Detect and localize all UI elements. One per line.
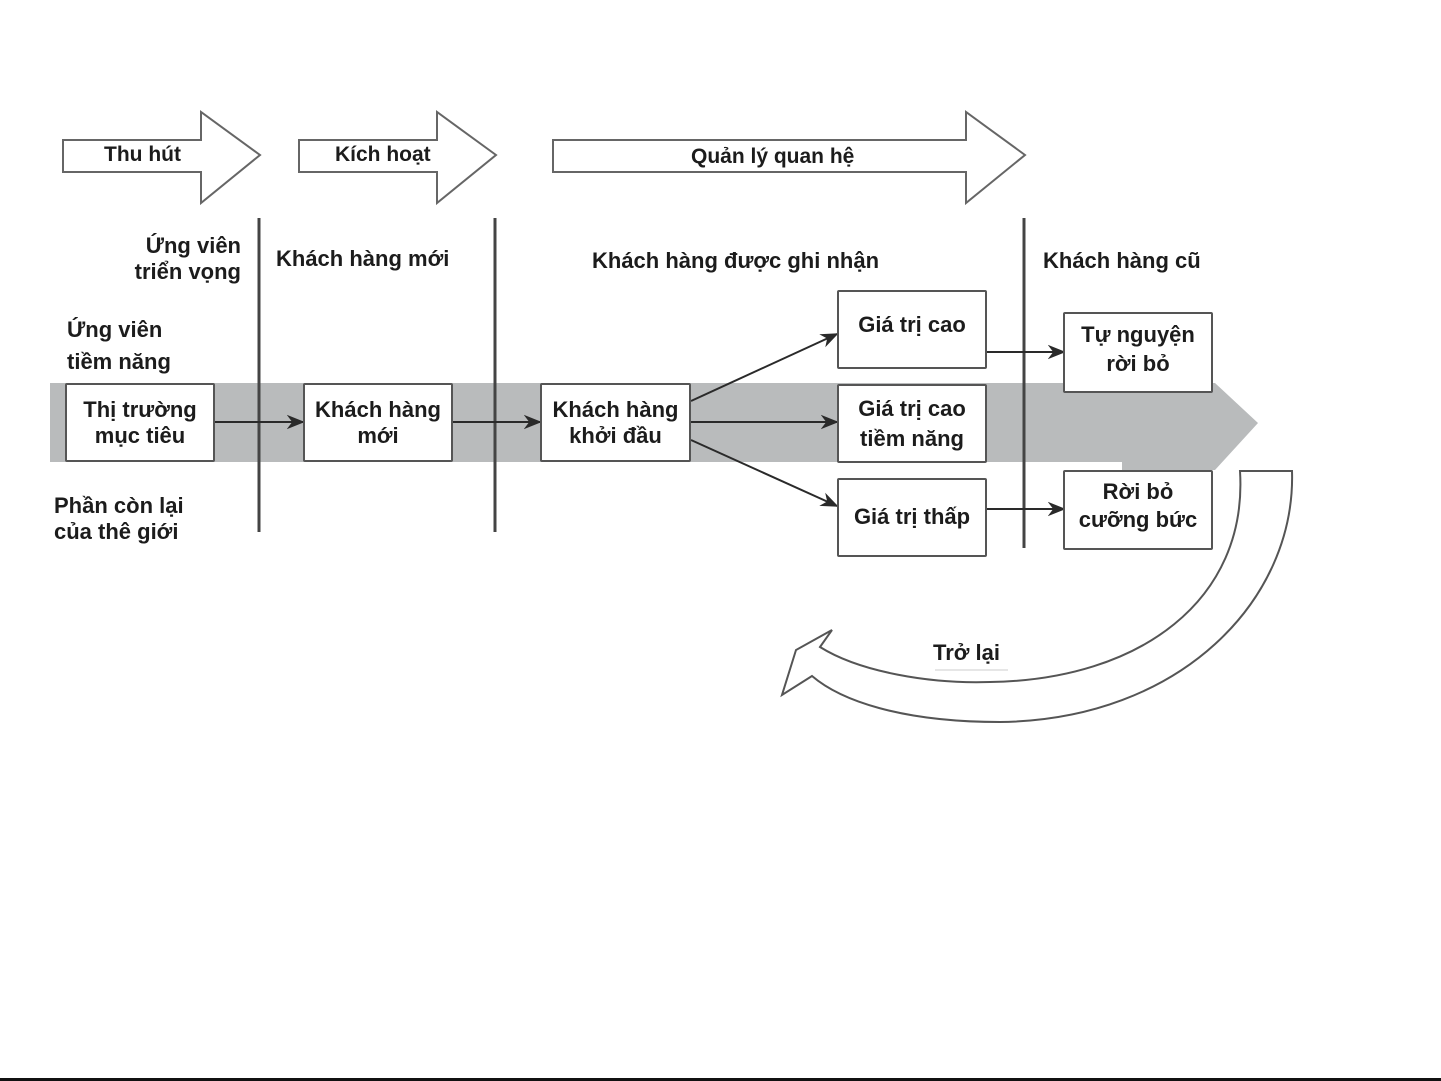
phase-label-attract: Thu hút <box>104 142 181 168</box>
label-potential-candidates-line2: tiềm năng <box>67 346 171 378</box>
label-rest-of-world-line2: của thê giới <box>54 519 184 545</box>
box-high-potential-line2: tiềm năng <box>858 424 966 454</box>
label-potential-candidates: Ứng viên tiềm năng <box>67 314 171 378</box>
box-forced-churn-line1: Rời bỏ <box>1079 478 1197 506</box>
box-new-customer-line1: Khách hàng <box>315 397 441 423</box>
phase-label-relationship: Quản lý quan hệ <box>691 144 854 170</box>
phase-label-activate: Kích hoạt <box>335 142 431 168</box>
box-low-value-line1: Giá trị thấp <box>854 504 970 530</box>
stage-header-recognized-customers: Khách hàng được ghi nhận <box>592 248 879 274</box>
stage-header-former-customers: Khách hàng cũ <box>1043 248 1201 274</box>
return-arrow-label: Trở lại <box>933 640 1000 666</box>
box-target-market-line1: Thị trường <box>83 397 196 423</box>
box-voluntary-churn-line2: rời bỏ <box>1081 349 1195 378</box>
box-forced-churn: Rời bỏ cưỡng bức <box>1063 470 1213 550</box>
box-low-value: Giá trị thấp <box>837 478 987 557</box>
label-potential-candidates-line1: Ứng viên <box>67 314 171 346</box>
stage-header-prospects-line2: triển vọng <box>115 259 241 285</box>
box-high-value-line1: Giá trị cao <box>858 312 966 338</box>
box-high-potential-line1: Giá trị cao <box>858 394 966 424</box>
box-high-value: Giá trị cao <box>837 290 987 369</box>
box-new-customer: Khách hàng mới <box>303 383 453 462</box>
box-initial-customer-line2: khởi đầu <box>553 423 679 449</box>
box-initial-customer-line1: Khách hàng <box>553 397 679 423</box>
box-forced-churn-line2: cưỡng bức <box>1079 506 1197 534</box>
box-voluntary-churn: Tự nguyện rời bỏ <box>1063 312 1213 393</box>
stage-header-prospects-line1: Ứng viên <box>115 233 241 259</box>
stage-header-prospects: Ứng viên triển vọng <box>115 233 241 285</box>
box-initial-customer: Khách hàng khởi đầu <box>540 383 691 462</box>
box-voluntary-churn-line1: Tự nguyện <box>1081 320 1195 349</box>
box-target-market: Thị trường mục tiêu <box>65 383 215 462</box>
box-new-customer-line2: mới <box>315 423 441 449</box>
label-rest-of-world: Phần còn lại của thê giới <box>54 493 184 545</box>
box-target-market-line2: mục tiêu <box>83 423 196 449</box>
label-rest-of-world-line1: Phần còn lại <box>54 493 184 519</box>
stage-header-new-customers: Khách hàng mới <box>276 246 449 272</box>
box-high-potential: Giá trị cao tiềm năng <box>837 384 987 463</box>
